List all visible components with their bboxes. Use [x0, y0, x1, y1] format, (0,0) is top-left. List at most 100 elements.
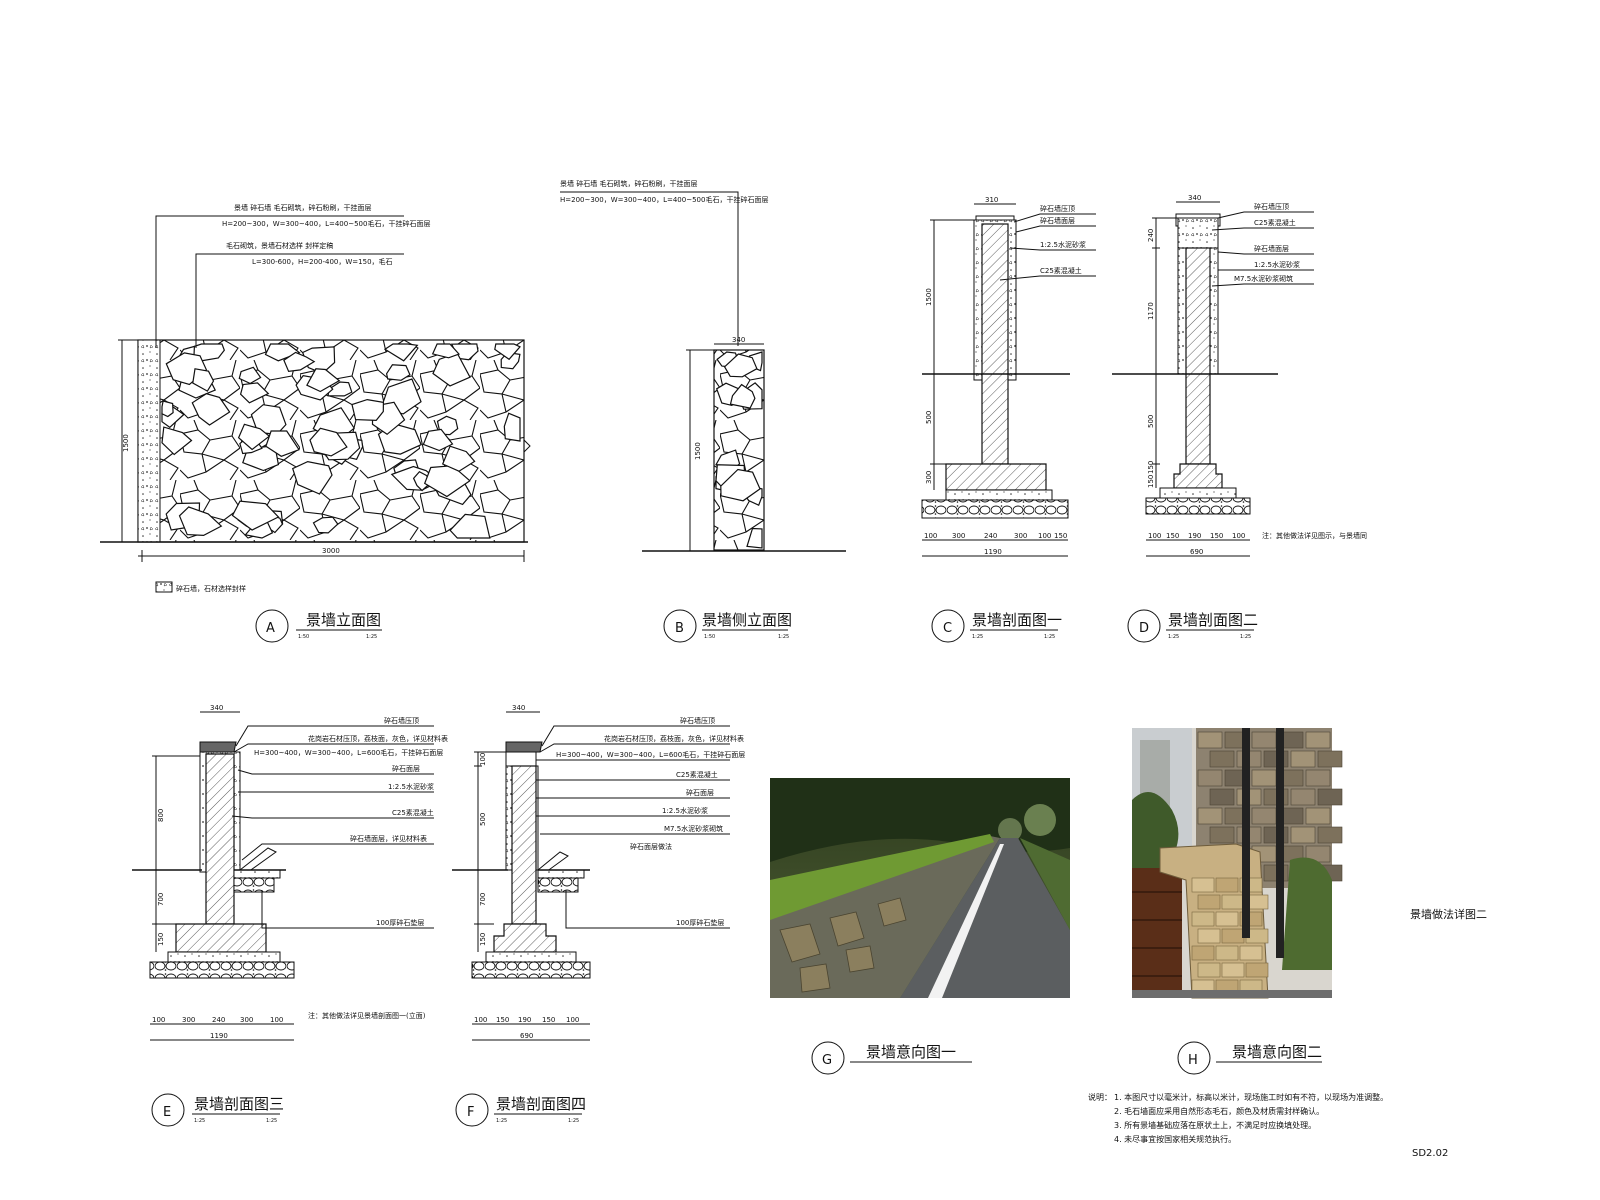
- annotation-text: 碎石墙压顶: [1254, 202, 1289, 211]
- dimension-text: 150: [479, 933, 487, 946]
- dimension-text: 1500: [925, 288, 933, 306]
- concrete-bed: [167, 951, 281, 963]
- rubble-stone: [432, 352, 471, 387]
- dimension-text: 150: [1147, 461, 1155, 474]
- pillar-block: [1197, 894, 1221, 910]
- pillar-block: [1215, 877, 1239, 893]
- concrete-bed: [1159, 487, 1237, 499]
- wall-stem-core: [511, 765, 537, 925]
- annotation-text: C25素混凝土: [1040, 266, 1082, 275]
- rubble-stone: [161, 426, 193, 456]
- dimension-text: 240: [212, 1016, 225, 1024]
- annotation-text: 碎石墙面层，详见材料表: [350, 834, 427, 843]
- scale-note: 1:25: [1240, 634, 1251, 640]
- leader-line: [231, 815, 434, 819]
- rubble-stone: [161, 400, 174, 418]
- retaining-edge: [536, 851, 569, 873]
- annotation-text: 100厚碎石垫层: [376, 918, 424, 927]
- rubble-stone: [723, 353, 758, 378]
- rubble-stone: [237, 423, 271, 451]
- scale-note: 1:25: [496, 1118, 507, 1124]
- dimension-text: 690: [520, 1032, 533, 1040]
- dimension-text: 1500: [694, 442, 702, 460]
- view-tag: G: [822, 1053, 832, 1068]
- foliage: [1024, 804, 1056, 836]
- leader-line: [195, 253, 404, 348]
- view-tag: B: [675, 621, 684, 636]
- annotation-text: M7.5水泥砂浆砌筑: [664, 824, 723, 833]
- pavement: [1132, 990, 1332, 998]
- annotation-text: 碎石墙面层: [1254, 244, 1289, 253]
- dimension-text: 340: [512, 704, 525, 712]
- rubble-stone: [412, 470, 434, 492]
- view-title: 景墙剖面图三: [194, 1095, 284, 1113]
- pillar-block: [1221, 962, 1245, 978]
- scale-note: 1:25: [568, 1118, 579, 1124]
- coping-stone: [199, 741, 237, 753]
- coping-stone: [505, 741, 543, 753]
- dimension-text: 340: [732, 336, 745, 344]
- footing: [175, 923, 267, 953]
- dimension-text: 690: [1190, 548, 1203, 556]
- lamp-post: [1276, 728, 1284, 958]
- leader-line: [261, 890, 434, 929]
- pillar-block: [1197, 962, 1221, 978]
- wall-stone: [1290, 788, 1316, 806]
- footing: [945, 463, 1047, 491]
- rubble-stone: [291, 460, 333, 495]
- wall-stone: [1305, 769, 1331, 787]
- path-edge-line: [928, 844, 1004, 998]
- dimension-text: 300: [952, 532, 965, 540]
- leader-line: [241, 843, 434, 861]
- reference-photo-g: G 景墙意向图一: [770, 778, 1070, 1075]
- reference-photo-h: H 景墙意向图二: [1132, 728, 1343, 1075]
- view-tag: C: [943, 621, 952, 636]
- view-title: 景墙立面图: [306, 611, 381, 629]
- rubble-stone: [306, 368, 341, 393]
- leader-line: [1009, 247, 1096, 251]
- view-title: 景墙侧立面图: [702, 611, 792, 629]
- annotation-text: 1:2.5水泥砂浆: [1254, 260, 1300, 269]
- rubble-stone: [385, 364, 411, 381]
- rubble-stone: [720, 468, 761, 502]
- rubble-stone: [503, 412, 521, 442]
- pillar-block: [1215, 945, 1239, 961]
- paving-gravel: [537, 877, 579, 893]
- wall-stem-core: [205, 753, 235, 925]
- wall-stone: [1209, 826, 1235, 844]
- rubble-stone: [351, 398, 385, 422]
- annotation-text: 1:2.5水泥砂浆: [388, 782, 434, 791]
- view-title: 景墙意向图二: [1232, 1043, 1322, 1061]
- rubble-stone: [192, 368, 215, 392]
- scale-note: 1:25: [778, 634, 789, 640]
- leader-line: [1015, 225, 1096, 233]
- pillar-block: [1221, 928, 1245, 944]
- pillar-block: [1191, 911, 1215, 927]
- annotation-text: 碎石墙压顶: [384, 716, 419, 725]
- gravel-bed: [471, 961, 591, 979]
- view-c-section-1: 碎石墙压顶 碎石墙面层 1:2.5水泥砂浆 C25素混凝土 310 1500 5…: [921, 196, 1096, 643]
- leader-line: [565, 890, 730, 929]
- scale-note: 1:50: [704, 634, 715, 640]
- dimension-text: 1170: [1147, 302, 1155, 320]
- wall-stone: [1209, 788, 1235, 806]
- dimension-text: 150: [1054, 532, 1067, 540]
- lamp-post: [1242, 728, 1250, 938]
- cap-block: [505, 751, 537, 767]
- dimension-text: 700: [157, 893, 165, 906]
- wall-stone: [1305, 731, 1331, 749]
- leader-line: [539, 743, 730, 753]
- wall-stone: [1290, 826, 1316, 844]
- dimension-text: 500: [925, 411, 933, 424]
- annotation-text: 花岗岩石材压顶，荔枝面，灰色，详见材料表: [604, 734, 744, 743]
- annotation-text: H=200~300，W=300~400，L=400~500毛石，干挂碎石面层: [560, 195, 768, 204]
- paving-gravel: [233, 877, 275, 893]
- rubble-stone: [309, 427, 348, 457]
- note-line: 4. 未尽事宜按国家相关规范执行。: [1114, 1134, 1236, 1144]
- wall-stem-core: [1185, 247, 1211, 465]
- side-note: 注：其他做法详见景墙剖面图一(立面): [308, 1011, 426, 1020]
- annotation-text: 碎石墙压顶: [680, 716, 715, 725]
- dimension-text: 340: [1188, 194, 1201, 202]
- sheet-label: 景墙做法详图二: [1410, 907, 1487, 921]
